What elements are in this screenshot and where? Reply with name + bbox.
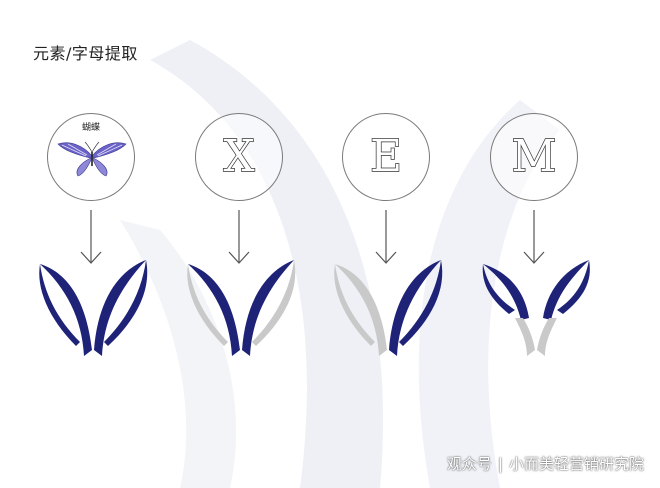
logo-e-highlight — [334, 260, 443, 356]
element-circle-butterfly: 蝴蝶 — [47, 113, 135, 201]
logo-full — [39, 260, 148, 356]
logo-right-wing — [94, 260, 148, 356]
footer-watermark: 观众号 | 小而美轻营销研究院 — [447, 453, 644, 474]
logo-right-wing — [389, 260, 443, 356]
logo-m-highlight — [482, 260, 590, 356]
arrow-down-icon — [80, 210, 102, 264]
arrow-down-icon — [523, 210, 545, 264]
logo-left-wing — [39, 264, 92, 356]
letter-e: E — [369, 131, 403, 182]
letter-m: M — [511, 131, 557, 182]
element-circle-x: X — [195, 113, 283, 201]
logo-left-wing — [334, 264, 387, 356]
logo-right-bottom — [537, 318, 557, 356]
footer-prefix: 观众号 — [446, 455, 492, 473]
element-circle-m: M — [490, 113, 578, 201]
page-title: 元素/字母提取 — [33, 44, 138, 63]
logo-left-top — [482, 264, 529, 320]
element-circle-e: E — [342, 113, 430, 201]
logo-right-inner — [242, 260, 294, 356]
footer-name: 小而美轻营销研究院 — [508, 455, 644, 473]
logo-left-inner — [188, 264, 240, 356]
logo-right-outer — [252, 260, 296, 346]
logo-left-bottom — [515, 318, 535, 356]
element-caption: 蝴蝶 — [81, 123, 100, 133]
logo-left-outer — [187, 264, 228, 346]
letter-x: X — [223, 131, 256, 182]
arrow-down-icon — [375, 210, 397, 264]
logo-right-top — [543, 260, 590, 320]
butterfly-icon — [56, 136, 128, 178]
arrow-down-icon — [228, 210, 250, 264]
logo-x-highlight — [187, 260, 296, 356]
footer-separator: | — [497, 455, 503, 473]
